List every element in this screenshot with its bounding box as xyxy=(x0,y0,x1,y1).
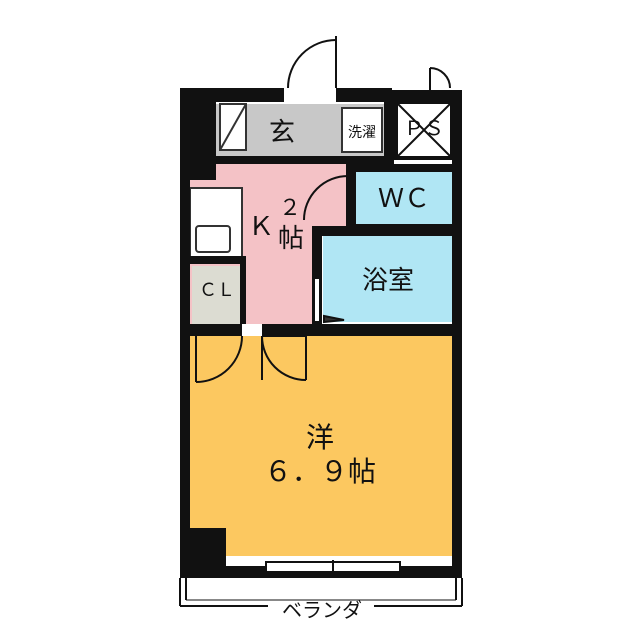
ps-label: ＰＳ xyxy=(404,116,444,140)
kitchen-fill-right xyxy=(300,162,350,230)
bath-label: 浴室 xyxy=(361,266,414,296)
balcony-rail xyxy=(179,578,463,607)
western-room-fill xyxy=(188,336,452,548)
ps-door xyxy=(429,67,451,90)
closet-label: ＣＬ xyxy=(199,280,235,301)
western-label: 洋 xyxy=(305,421,334,454)
kitchen-label-unit: 帖 xyxy=(277,224,304,254)
wc-door xyxy=(303,175,349,221)
walls xyxy=(180,88,462,578)
wc-label: ＷＣ xyxy=(377,184,430,214)
sink xyxy=(195,225,231,253)
balcony-window xyxy=(226,548,452,576)
entrance-door xyxy=(287,36,337,89)
western-size-label: ６．９帖 xyxy=(263,455,376,488)
kitchen-label-num: ２ xyxy=(278,196,301,221)
bath-door xyxy=(313,277,345,324)
laundry-box xyxy=(341,107,383,153)
bath-fill xyxy=(323,234,452,322)
kitchen-counter xyxy=(189,187,243,259)
laundry-label: 洗濯 xyxy=(348,125,376,141)
kitchen-label-main: Ｋ xyxy=(247,212,274,242)
balcony-label: ベランダ xyxy=(282,598,362,622)
closet-fill xyxy=(192,266,242,324)
wc-fill xyxy=(355,170,452,226)
western-doors xyxy=(195,335,307,383)
entrance-label: 玄 xyxy=(268,118,295,148)
